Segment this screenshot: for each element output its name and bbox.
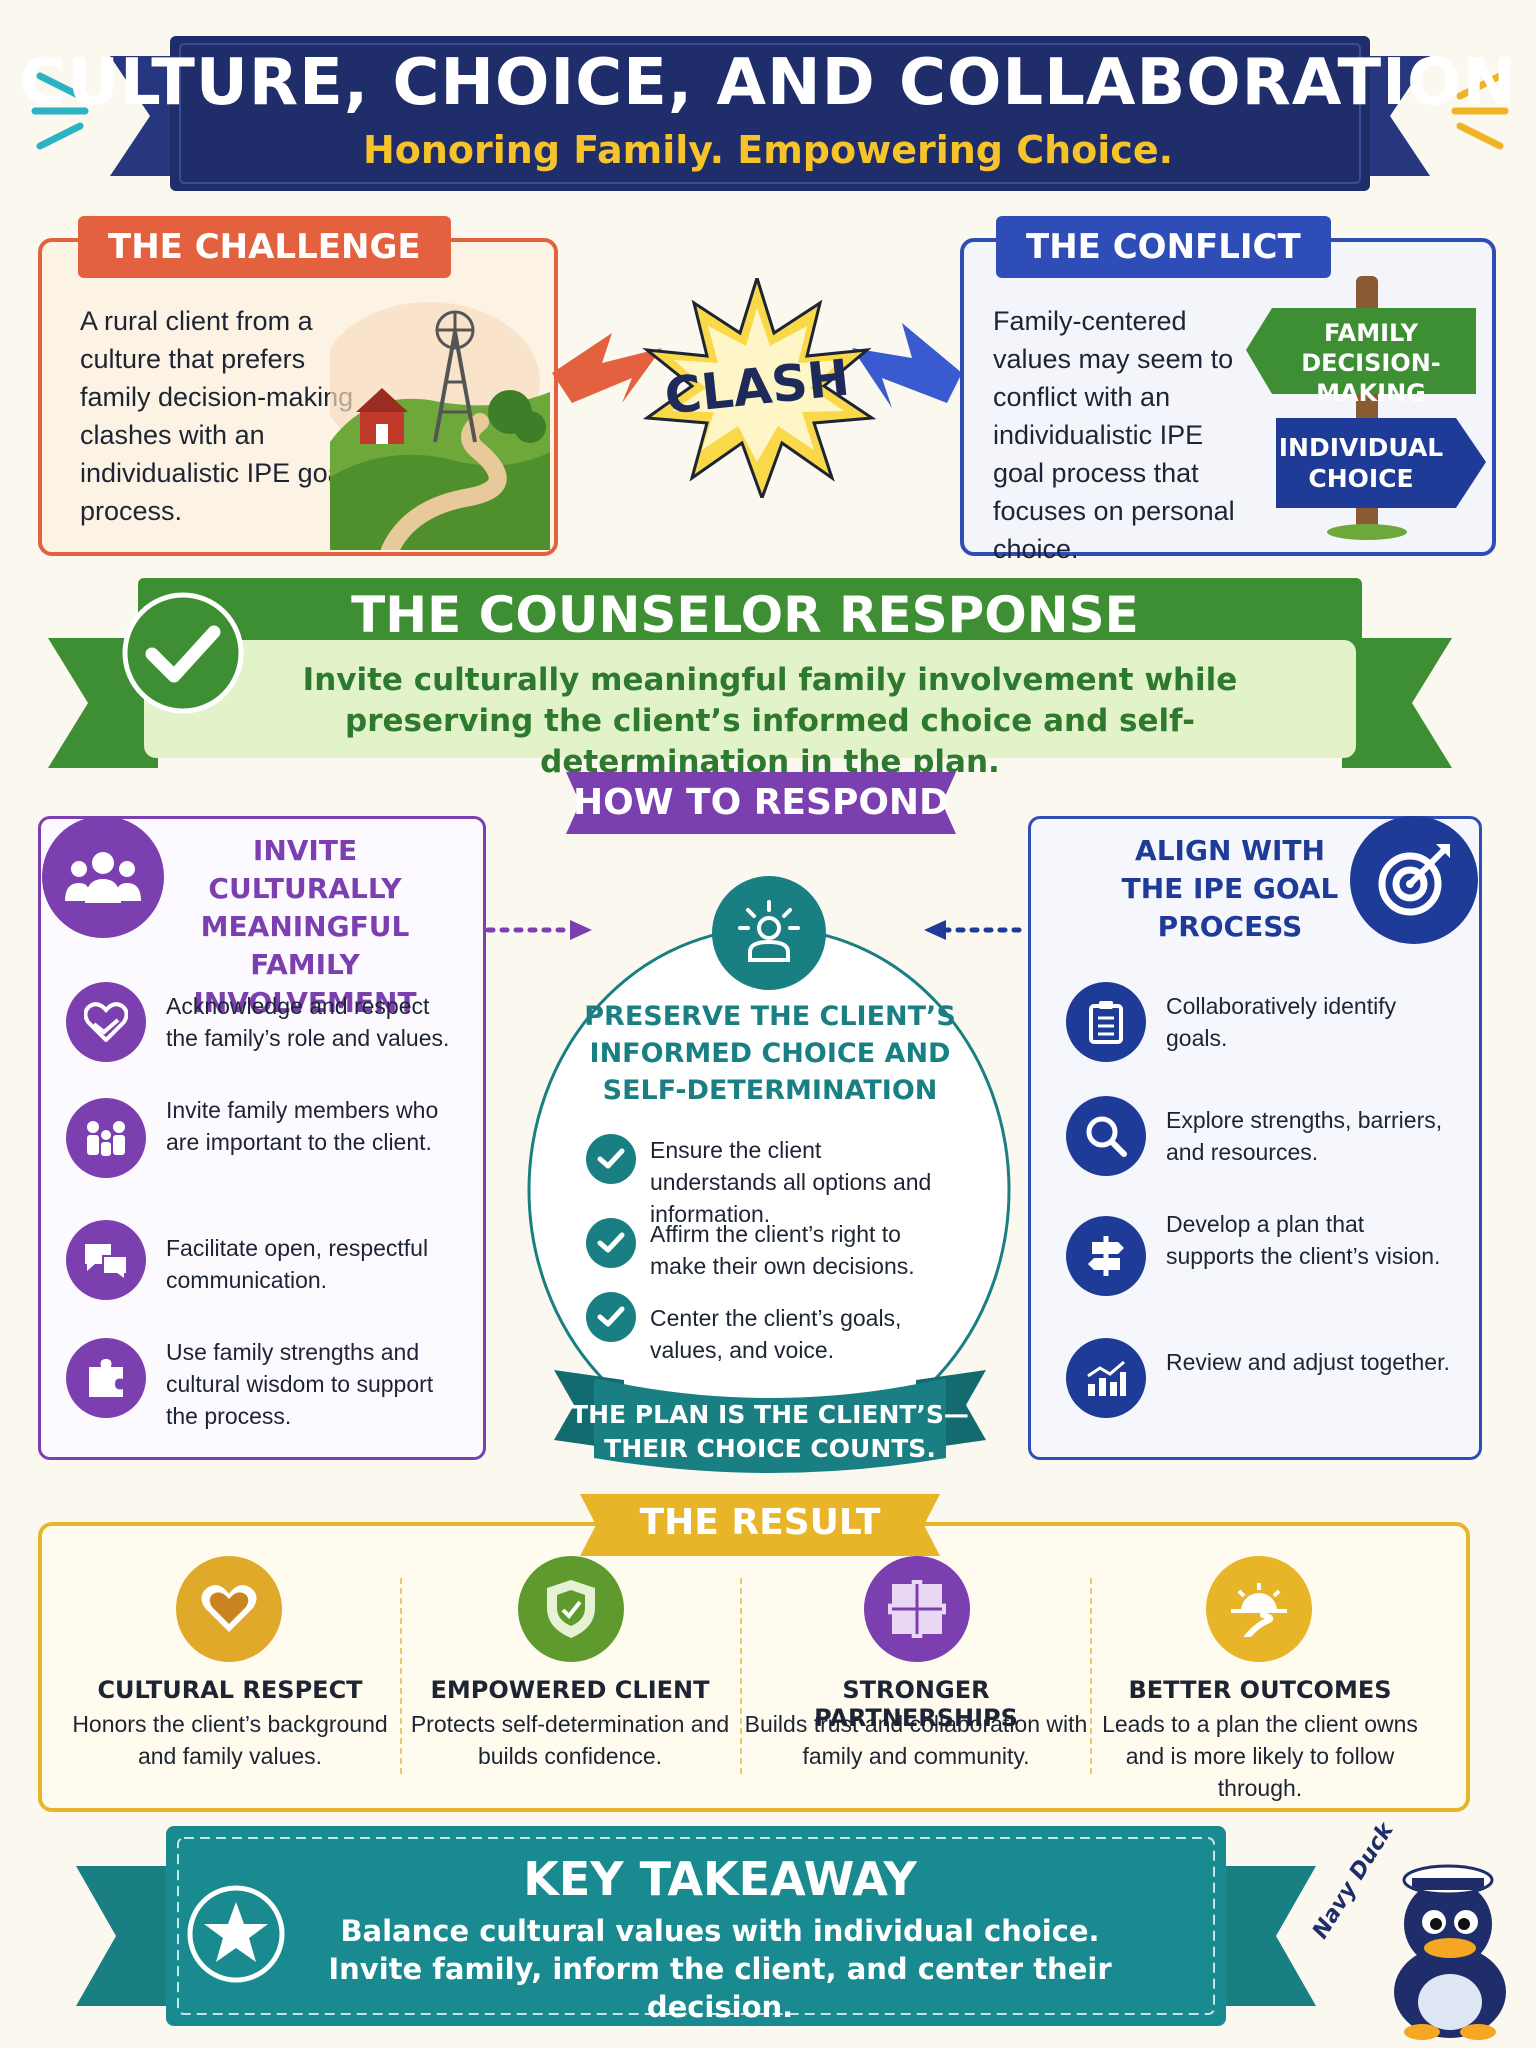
burst-right-icon bbox=[1451, 72, 1509, 150]
center-heading: PRESERVE THE CLIENT’S INFORMED CHOICE AN… bbox=[584, 1001, 956, 1106]
result-text: Leads to a plan the client owns and is m… bbox=[1102, 1711, 1418, 1801]
left-item-text: Facilitate open, respectful communicatio… bbox=[166, 1235, 429, 1293]
center-item-text: Affirm the client’s right to make their … bbox=[650, 1221, 915, 1279]
result-title: CULTURAL RESPECT bbox=[97, 1676, 363, 1704]
right-item-text: Review and adjust together. bbox=[1166, 1349, 1450, 1375]
sunrise-road-icon bbox=[1206, 1556, 1312, 1662]
puzzle-partnership-icon bbox=[864, 1556, 970, 1662]
counselor-response-heading: THE COUNSELOR RESPONSE bbox=[351, 586, 1139, 644]
challenge-tag: THE CHALLENGE bbox=[78, 216, 451, 278]
key-takeaway-line: Balance cultural values with individual … bbox=[340, 1914, 1100, 1948]
clipboard-icon bbox=[1066, 982, 1146, 1062]
key-takeaway-banner bbox=[76, 1826, 1316, 2026]
right-item-text: Collaboratively identify goals. bbox=[1166, 993, 1397, 1051]
sign-individual-choice: INDIVIDUAL CHOICE bbox=[1278, 433, 1444, 493]
counselor-response-banner bbox=[48, 578, 1452, 768]
sign-family-decision-making: FAMILY DECISION-MAKING bbox=[1301, 319, 1441, 407]
right-item-text: Explore strengths, barriers, and resourc… bbox=[1166, 1107, 1443, 1165]
header-banner bbox=[110, 36, 1430, 191]
result-title: STRONGER PARTNERSHIPS bbox=[814, 1676, 1018, 1732]
right-item-text: Develop a plan that supports the client’… bbox=[1166, 1211, 1441, 1269]
result-title: EMPOWERED CLIENT bbox=[430, 1676, 710, 1704]
rural-farm-illustration bbox=[330, 302, 550, 550]
key-takeaway-line: Invite family, inform the client, and ce… bbox=[328, 1952, 1112, 2024]
ipe-goal-heading: ALIGN WITH THE IPE GOAL PROCESS bbox=[1121, 834, 1339, 943]
conflict-tag: THE CONFLICT bbox=[996, 216, 1331, 278]
check-icon bbox=[586, 1218, 636, 1268]
navy-duck-mascot bbox=[1394, 1864, 1506, 2040]
signpost-illustration bbox=[1246, 276, 1486, 540]
result-text: Honors the client’s background and famil… bbox=[72, 1711, 388, 1769]
left-item-text: Invite family members who are important … bbox=[166, 1097, 439, 1155]
result-divider bbox=[400, 1578, 402, 1774]
counselor-response-text: Invite culturally meaningful family invo… bbox=[302, 662, 1238, 780]
key-takeaway-text: Balance cultural values with individual … bbox=[260, 1912, 1180, 2026]
person-idea-icon bbox=[712, 876, 826, 990]
result-text: Builds trust and collaboration with fami… bbox=[744, 1711, 1088, 1769]
shield-icon bbox=[518, 1556, 624, 1662]
family-involvement-heading: INVITE CULTURALLY MEANINGFUL FAMILY INVO… bbox=[193, 834, 417, 1019]
result-tag bbox=[580, 1494, 940, 1556]
family-icon bbox=[66, 1098, 146, 1178]
check-icon bbox=[586, 1134, 636, 1184]
left-item-text: Use family strengths and cultural wisdom… bbox=[166, 1339, 434, 1429]
result-title: BETTER OUTCOMES bbox=[1128, 1676, 1392, 1704]
key-takeaway-heading: KEY TAKEAWAY bbox=[523, 1852, 917, 1906]
center-banner-text: THE PLAN IS THE CLIENT’S— THEIR CHOICE C… bbox=[571, 1400, 969, 1463]
checkmark-circle-icon bbox=[122, 592, 244, 714]
center-item-text: Center the client’s goals, values, and v… bbox=[650, 1305, 902, 1363]
target-icon bbox=[1350, 816, 1478, 944]
result-divider bbox=[740, 1578, 742, 1774]
result-label: THE RESULT bbox=[639, 1502, 881, 1543]
burst-left-icon bbox=[31, 72, 89, 150]
conflict-text: Family-centered values may seem to confl… bbox=[993, 306, 1235, 564]
signpost-icon bbox=[1066, 1216, 1146, 1296]
challenge-text: A rural client from a culture that prefe… bbox=[80, 306, 354, 526]
check-icon bbox=[586, 1292, 636, 1342]
group-people-icon bbox=[42, 816, 164, 938]
dotted-arrow-left-icon bbox=[924, 920, 1030, 940]
magnifier-icon bbox=[1066, 1096, 1146, 1176]
heart-hands-icon bbox=[66, 982, 146, 1062]
center-banner bbox=[554, 1370, 986, 1473]
puzzle-icon bbox=[66, 1338, 146, 1418]
how-to-respond-label: HOW TO RESPOND bbox=[573, 782, 949, 823]
left-item-text: Acknowledge and respect the family’s rol… bbox=[166, 993, 450, 1051]
page-subtitle: Honoring Family. Empowering Choice. bbox=[362, 128, 1174, 172]
clash-burst bbox=[552, 278, 962, 498]
center-item-text: Ensure the client understands all option… bbox=[650, 1137, 932, 1227]
how-to-respond-tag bbox=[566, 772, 956, 834]
result-text: Protects self-determination and builds c… bbox=[410, 1711, 730, 1769]
chat-bubbles-icon bbox=[66, 1220, 146, 1300]
page-title: CULTURE, CHOICE, AND COLLABORATION bbox=[19, 46, 1517, 120]
result-divider bbox=[1090, 1578, 1092, 1774]
heart-icon bbox=[176, 1556, 282, 1662]
growth-chart-icon bbox=[1066, 1338, 1146, 1418]
star-circle-icon bbox=[187, 1885, 285, 1983]
dotted-arrow-right-icon bbox=[486, 920, 592, 940]
